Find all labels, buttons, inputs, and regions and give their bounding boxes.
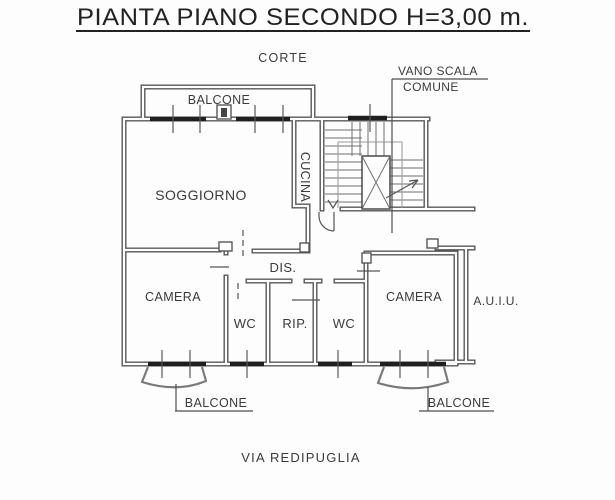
balcony-bottom-right-outline xyxy=(376,366,450,390)
label-vano-scala: VANO SCALA xyxy=(398,64,478,78)
label-soggiorno: SOGGIORNO xyxy=(155,187,247,203)
label-comune: COMUNE xyxy=(403,80,459,94)
label-wc-left: WC xyxy=(234,316,256,331)
windows xyxy=(148,104,446,378)
window-ticks-top xyxy=(172,104,371,133)
label-rip: RIP. xyxy=(282,316,307,331)
balcone-left-leader xyxy=(175,384,253,412)
jamb-camera-right-door xyxy=(361,252,372,264)
stair-railing xyxy=(337,141,403,208)
jamb-corridor xyxy=(299,242,310,253)
room-labels: CORTE VANO SCALA COMUNE BALCONE SOGGIORN… xyxy=(145,51,518,465)
stair-treads xyxy=(325,122,423,203)
window-bars-top xyxy=(150,115,387,122)
label-auiu: A.U.I.U. xyxy=(473,294,518,308)
stair-start-arrow xyxy=(327,199,339,210)
label-camera-right: CAMERA xyxy=(386,290,442,304)
plan-title-block: PIANTA PIANO SECONDO H=3,00 m. xyxy=(76,4,530,32)
label-camera-left: CAMERA xyxy=(145,290,201,304)
vano-scala-leader xyxy=(391,78,488,233)
label-cucina: CUCINA xyxy=(298,152,312,203)
entrance-door xyxy=(318,212,335,232)
label-dis: DIS. xyxy=(270,260,297,275)
label-balcone-bottom-left: BALCONE xyxy=(185,396,248,410)
jamb-auiu xyxy=(426,238,439,249)
balcony-door-panel xyxy=(221,108,227,117)
label-via-redipuglia: VIA REDIPUGLIA xyxy=(241,450,360,465)
jamb-soggiorno-door xyxy=(218,241,233,252)
doors xyxy=(210,104,380,302)
elevator-shaft-cross xyxy=(361,155,391,210)
stair-direction-arrow xyxy=(385,179,419,199)
page-title: PIANTA PIANO SECONDO H=3,00 m. xyxy=(77,4,529,31)
balcone-right-leader xyxy=(419,387,494,412)
balconies xyxy=(140,366,450,390)
stairwell xyxy=(325,122,423,210)
label-wc-right: WC xyxy=(333,316,355,331)
label-balcone-bottom-right: BALCONE xyxy=(428,396,491,410)
door-jambs xyxy=(218,238,439,264)
label-corte: CORTE xyxy=(258,51,308,65)
label-balcone-top: BALCONE xyxy=(188,93,251,107)
window-ticks-bottom xyxy=(161,350,429,378)
leader-lines xyxy=(175,78,494,412)
balcony-bottom-left-outline xyxy=(140,366,208,389)
